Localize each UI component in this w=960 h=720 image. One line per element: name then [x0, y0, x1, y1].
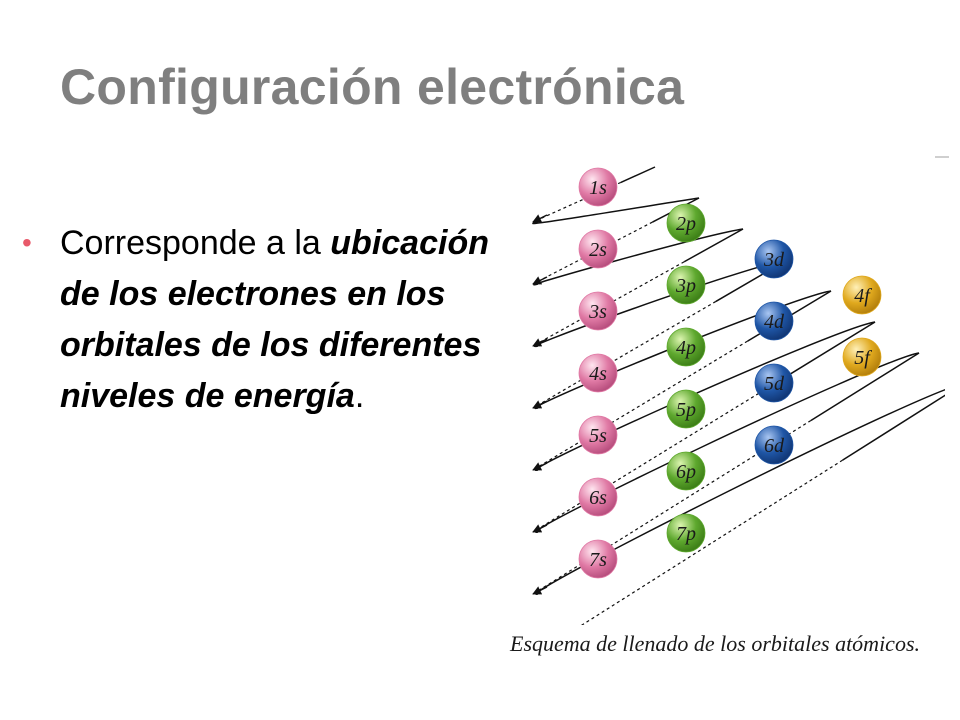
- filling-order-line: [532, 181, 622, 223]
- orbital-label: 2p: [676, 213, 696, 235]
- filling-loop: [535, 388, 945, 595]
- orbital-4d: 4d: [754, 301, 794, 341]
- orbital-3s: 3s: [578, 291, 618, 331]
- orbital-sphere: [578, 167, 618, 207]
- decorative-line: [935, 156, 949, 158]
- orbital-spheres: 1s 2s 2p 3s 3p 3d 4s 4p 4d 4f 5s 5p 5d 5f 6s 6p 6d 7s 7p: [578, 167, 882, 579]
- orbital-sphere: [754, 425, 794, 465]
- orbital-6s: 6s: [578, 477, 618, 517]
- orbital-sphere: [666, 451, 706, 491]
- orbital-label: 4d: [764, 311, 785, 333]
- orbital-label: 5f: [854, 347, 872, 369]
- diagram-caption: Esquema de llenado de los orbitales atóm…: [510, 631, 921, 656]
- orbital-5s: 5s: [578, 415, 618, 455]
- orbital-sphere: [578, 229, 618, 269]
- orbital-1s: 1s: [578, 167, 618, 207]
- orbital-2s: 2s: [578, 229, 618, 269]
- orbital-label: 5d: [764, 373, 785, 395]
- filling-order-line: [842, 394, 945, 461]
- orbital-sphere: [578, 353, 618, 393]
- filling-loop: [532, 197, 700, 225]
- orbital-label: 3d: [763, 249, 785, 271]
- filling-order-line: [532, 380, 780, 533]
- orbital-label: 6d: [764, 435, 785, 457]
- orbital-5f: 5f: [842, 337, 882, 377]
- orbital-sphere: [578, 415, 618, 455]
- orbital-label: 7p: [676, 523, 696, 545]
- orbital-3d: 3d: [754, 239, 794, 279]
- filling-order-line: [683, 228, 744, 263]
- orbital-7s: 7s: [578, 539, 618, 579]
- orbital-4s: 4s: [578, 353, 618, 393]
- filling-order-line: [778, 321, 876, 382]
- orbital-sphere: [666, 327, 706, 367]
- filling-arrowhead: [532, 276, 548, 285]
- orbital-6d: 6d: [754, 425, 794, 465]
- orbital-6p: 6p: [666, 451, 706, 491]
- filling-loop: [534, 352, 920, 533]
- orbital-sphere: [754, 239, 794, 279]
- orbital-5d: 5d: [754, 363, 794, 403]
- slide-title: Configuración electrónica: [60, 59, 685, 115]
- filling-arrowhead: [532, 338, 548, 347]
- orbital-sphere: [754, 301, 794, 341]
- orbital-sphere: [578, 539, 618, 579]
- orbital-sphere: [842, 337, 882, 377]
- orbital-sphere: [842, 275, 882, 315]
- filling-loop: [534, 290, 832, 410]
- orbital-label: 2s: [589, 239, 607, 261]
- orbital-label: 4p: [676, 337, 696, 359]
- filling-order-line: [580, 459, 843, 625]
- orbital-label: 3s: [588, 301, 607, 323]
- orbital-sphere: [666, 389, 706, 429]
- filling-arrowhead: [532, 214, 548, 223]
- orbital-sphere: [666, 265, 706, 305]
- orbital-filling-diagram: 1s 2s 2p 3s 3p 3d 4s 4p 4d 4f 5s 5p 5d 5f 6s 6p 6d 7s 7p: [532, 166, 945, 625]
- bullet-item: • Corresponde a la ubicación de los elec…: [22, 218, 492, 422]
- orbital-7p: 7p: [666, 513, 706, 553]
- orbital-sphere: [578, 477, 618, 517]
- bullet-text-period: .: [354, 377, 365, 415]
- orbital-5p: 5p: [666, 389, 706, 429]
- orbital-label: 5s: [589, 425, 607, 447]
- orbital-label: 6s: [589, 487, 607, 509]
- orbital-label: 5p: [676, 399, 696, 421]
- bullet-text-plain: Corresponde a la: [60, 224, 331, 262]
- filling-order-line: [532, 340, 748, 471]
- orbital-label: 4s: [589, 363, 607, 385]
- filling-order-line: [620, 166, 656, 184]
- orbital-sphere: [666, 203, 706, 243]
- filling-order-line: [810, 352, 920, 422]
- filling-order-line: [532, 300, 717, 409]
- orbital-label: 1s: [589, 177, 607, 199]
- orbital-label: 7s: [589, 549, 607, 571]
- bullet-text: Corresponde a la ubicación de los electr…: [60, 218, 492, 422]
- orbital-sphere: [578, 291, 618, 331]
- orbital-sphere: [666, 513, 706, 553]
- filling-loop: [533, 228, 744, 286]
- orbital-label: 4f: [854, 285, 872, 307]
- orbital-sphere: [754, 363, 794, 403]
- orbital-label: 6p: [676, 461, 696, 483]
- orbital-label: 3p: [675, 275, 696, 297]
- orbital-4p: 4p: [666, 327, 706, 367]
- bullet-text-emphasis: ubicación de los electrones en los orbit…: [60, 224, 489, 415]
- orbital-2p: 2p: [666, 203, 706, 243]
- bullet-dot: •: [22, 227, 32, 258]
- orbital-4f: 4f: [842, 275, 882, 315]
- orbital-3p: 3p: [666, 265, 706, 305]
